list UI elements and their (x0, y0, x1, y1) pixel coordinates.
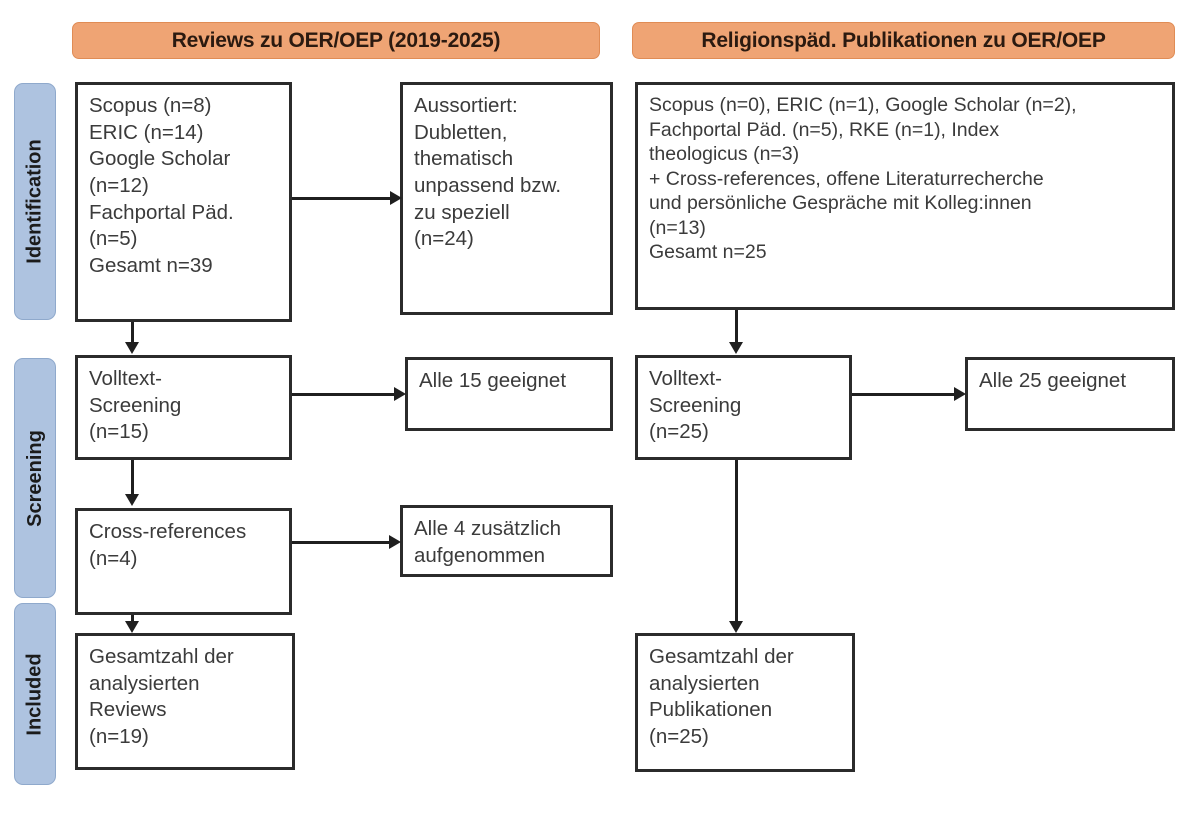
arrowhead-left-sources-to-screening (125, 342, 139, 354)
arrowhead-left-screening-to-crossrefs (125, 494, 139, 506)
box-left-identification-sources: Scopus (n=8) ERIC (n=14) Google Scholar … (75, 82, 292, 322)
box-right-fulltext-result: Alle 25 geeignet (965, 357, 1175, 431)
box-left-fulltext-screening: Volltext- Screening (n=15) (75, 355, 292, 460)
box-left-fulltext-result: Alle 15 geeignet (405, 357, 613, 431)
arrowhead-left-screening-to-result (394, 387, 406, 401)
stage-label-included-text: Included (23, 652, 46, 736)
arrowhead-left-sources-to-excluded (390, 191, 402, 205)
connector-left-screening-to-crossrefs (131, 460, 134, 496)
box-left-excluded: Aussortiert: Dubletten, thematisch unpas… (400, 82, 613, 315)
box-right-included-total: Gesamtzahl der analysierten Publikatione… (635, 633, 855, 772)
banner-left-reviews: Reviews zu OER/OEP (2019-2025) (72, 22, 600, 59)
box-left-cross-references: Cross-references (n=4) (75, 508, 292, 615)
connector-right-screening-to-result (852, 393, 956, 396)
connector-left-crossrefs-to-result (292, 541, 391, 544)
connector-left-screening-to-result (292, 393, 396, 396)
stage-label-identification-text: Identification (23, 139, 46, 264)
stage-label-identification: Identification (14, 83, 56, 320)
arrowhead-right-screening-to-result (954, 387, 966, 401)
connector-left-crossrefs-to-included (131, 615, 134, 625)
box-right-identification-sources: Scopus (n=0), ERIC (n=1), Google Scholar… (635, 82, 1175, 310)
stage-label-screening: Screening (14, 358, 56, 598)
connector-left-sources-to-excluded (292, 197, 392, 200)
arrowhead-left-crossrefs-to-result (389, 535, 401, 549)
arrowhead-left-crossrefs-to-included (125, 621, 139, 633)
box-left-cross-references-result: Alle 4 zusätzlich aufgenommen (400, 505, 613, 577)
connector-left-sources-to-screening (131, 322, 134, 344)
banner-right-publications: Religionspäd. Publikationen zu OER/OEP (632, 22, 1175, 59)
box-right-fulltext-screening: Volltext- Screening (n=25) (635, 355, 852, 460)
connector-right-sources-to-screening (735, 310, 738, 344)
stage-label-screening-text: Screening (23, 429, 46, 527)
stage-label-included: Included (14, 603, 56, 785)
arrowhead-right-sources-to-screening (729, 342, 743, 354)
connector-right-screening-to-included (735, 460, 738, 625)
arrowhead-right-screening-to-included (729, 621, 743, 633)
box-left-included-total: Gesamtzahl der analysierten Reviews (n=1… (75, 633, 295, 770)
